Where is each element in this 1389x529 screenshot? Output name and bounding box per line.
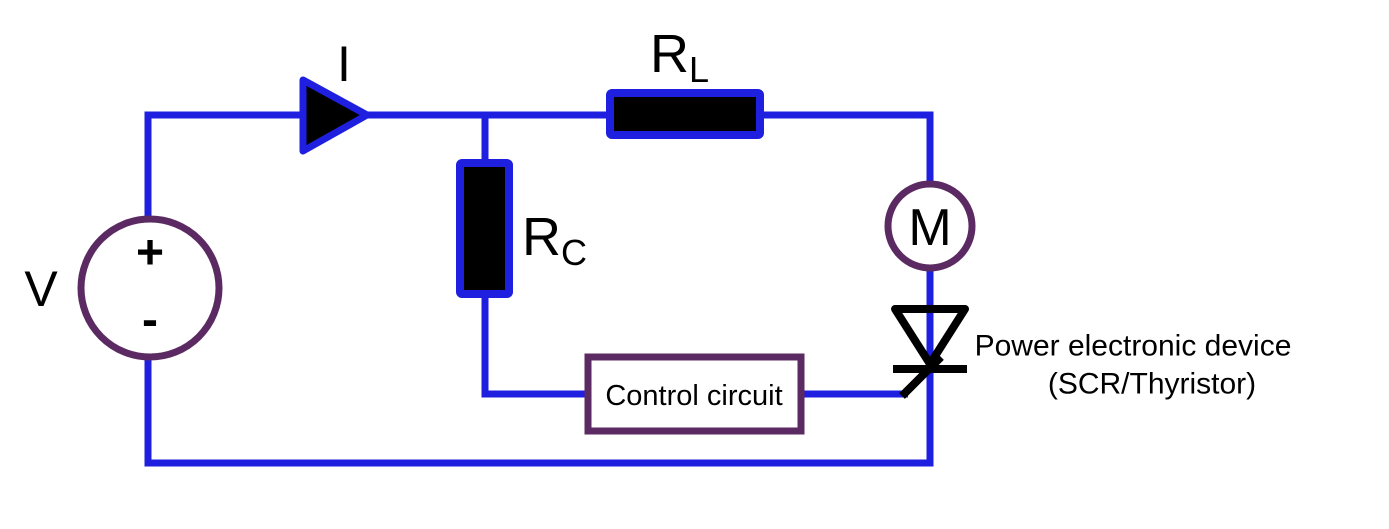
source-plus-label: + (136, 227, 164, 280)
load-resistor-label: RL (650, 24, 709, 90)
power-device-caption-line2: (SCR/Thyristor) (1048, 368, 1256, 401)
voltage-source-label: V (24, 261, 58, 317)
thyristor (891, 305, 969, 399)
power-device-caption: Power electronic device (SCR/Thyristor) (975, 330, 1292, 401)
thyristor-triangle-icon (891, 305, 969, 368)
load-resistor-subscript: L (689, 49, 709, 90)
current-arrow-icon (299, 76, 371, 155)
thyristor-gate-lead (899, 354, 944, 399)
control-resistor-subscript: C (561, 232, 587, 273)
wire-outer-loop (144, 111, 934, 467)
voltage-source: + - V (24, 215, 223, 361)
control-resistor-body (456, 159, 513, 298)
load-resistor-letter: R (650, 24, 689, 84)
load-resistor-body (606, 89, 764, 139)
control-circuit: Control circuit (584, 353, 805, 435)
motor-circle (884, 180, 976, 272)
control-resistor-label: RC (522, 207, 587, 273)
power-device-caption-line1: Power electronic device (975, 330, 1292, 363)
control-circuit-label: Control circuit (605, 380, 782, 412)
control-resistor-letter: R (522, 207, 561, 267)
motor-label: M (908, 199, 951, 257)
load-resistor: RL (606, 24, 764, 139)
control-circuit-box (584, 353, 805, 435)
voltage-source-circle (77, 215, 223, 361)
current-indicator: I (299, 36, 371, 155)
source-minus-label: - (142, 294, 158, 347)
control-resistor: RC (456, 159, 587, 298)
current-label: I (337, 36, 351, 92)
motor: M (884, 180, 976, 272)
